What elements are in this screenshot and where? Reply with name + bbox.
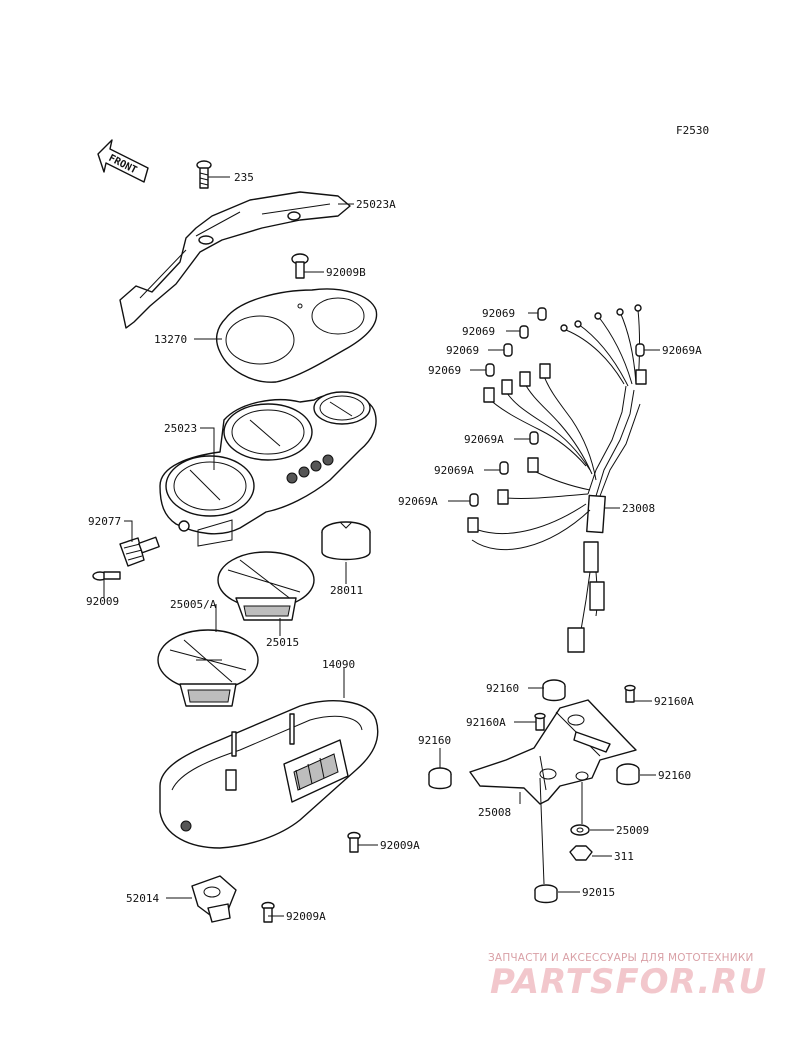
label-92160-right: 92160	[658, 769, 691, 782]
label-92077: 92077	[88, 515, 121, 528]
motor-28011	[321, 521, 371, 561]
label-25023: 25023	[164, 422, 197, 435]
watermark-tagline: ЗАПЧАСТИ И АКСЕССУАРЫ ДЛЯ МОТОТЕХНИКИ	[488, 952, 754, 964]
meter-housing-25023	[159, 391, 377, 547]
label-25015: 25015	[266, 636, 299, 649]
label-92009A-case: 92009A	[380, 839, 420, 852]
label-311: 311	[614, 850, 634, 863]
wire-harness-23008	[467, 304, 647, 653]
label-92160-left: 92160	[418, 734, 451, 747]
label-92009: 92009	[86, 595, 119, 608]
grommet-92160-right	[616, 763, 640, 786]
screw-235	[196, 160, 212, 189]
label-28011: 28011	[330, 584, 363, 597]
label-92069-c: 92069	[446, 344, 479, 357]
label-13270: 13270	[154, 333, 187, 346]
gauge-25015	[217, 551, 315, 621]
label-25008: 25008	[478, 806, 511, 819]
label-92069A-b: 92069A	[464, 433, 504, 446]
collar-92160A-right	[624, 684, 636, 703]
screw-92009A-case	[347, 831, 361, 853]
screw-92009A-switch	[261, 901, 275, 923]
label-25009: 25009	[616, 824, 649, 837]
watermark-logo: PARTSFOR.RU	[490, 962, 768, 1002]
label-92009B: 92009B	[326, 266, 366, 279]
label-92015: 92015	[582, 886, 615, 899]
part-labels: 235 25023A 92009B 13270 25023 92077 9200…	[86, 171, 702, 923]
bracket-25023A	[119, 191, 351, 329]
label-92069-d: 92069	[428, 364, 461, 377]
screw-92009B	[291, 253, 309, 279]
label-92160A-left: 92160A	[466, 716, 506, 729]
gauge-25005A	[157, 629, 259, 707]
label-92009A-switch: 92009A	[286, 910, 326, 923]
bulb-92069-icons	[469, 307, 645, 507]
washer-25009	[570, 824, 590, 836]
nut-92015	[534, 884, 558, 904]
label-23008: 23008	[622, 502, 655, 515]
lower-case-14090	[159, 700, 379, 849]
label-92069A-c: 92069A	[434, 464, 474, 477]
label-92160A-right: 92160A	[654, 695, 694, 708]
label-92069A-a: 92069A	[662, 344, 702, 357]
label-92069-b: 92069	[462, 325, 495, 338]
grommet-92160-top	[542, 679, 566, 702]
label-25005A: 25005/A	[170, 598, 217, 611]
grommet-92160-left	[428, 767, 452, 790]
label-235: 235	[234, 171, 254, 184]
screw-92009	[92, 571, 121, 581]
label-92069A-d: 92069A	[398, 495, 438, 508]
label-52014: 52014	[126, 892, 159, 905]
label-92160-top: 92160	[486, 682, 519, 695]
leader-lines	[103, 176, 660, 917]
label-92069-a: 92069	[482, 307, 515, 320]
label-14090: 14090	[322, 658, 355, 671]
knob-92077	[119, 536, 160, 567]
figure-code: F2530	[676, 124, 709, 137]
front-arrow-icon: FRONT	[97, 139, 149, 183]
label-25023A: 25023A	[356, 198, 396, 211]
collar-92160A-left	[534, 712, 546, 731]
nut-311	[569, 845, 593, 861]
bracket-25008	[469, 699, 637, 805]
gasket-13270	[215, 288, 378, 383]
switch-52014	[191, 875, 237, 923]
